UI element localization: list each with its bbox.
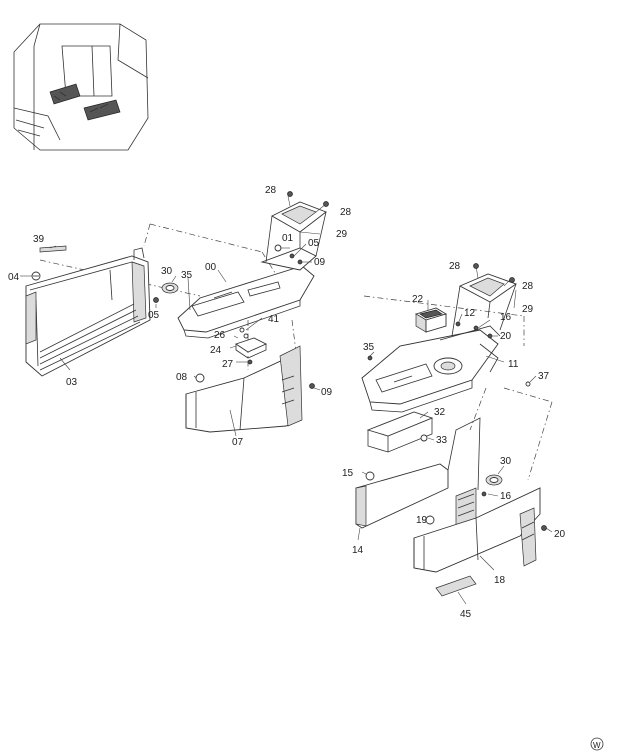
callout-26: 26 [214,330,226,341]
callout-37: 37 [538,371,550,382]
callout-30: 30 [500,456,512,467]
callout-07: 07 [232,437,244,448]
callout-16: 16 [500,491,512,502]
callout-05: 05 [308,238,320,249]
callout-11: 11 [508,359,519,370]
callout-28: 28 [340,207,352,218]
callout-28: 28 [449,261,461,272]
callout-39: 39 [33,234,45,245]
callout-27: 27 [222,359,234,370]
callout-05: 05 [148,310,160,321]
callout-03: 03 [66,377,78,388]
callout-20: 20 [554,529,566,540]
callout-30: 30 [161,266,173,277]
callout-28: 28 [522,281,534,292]
callout-41: 41 [268,314,280,325]
leader-lines [20,231,553,605]
callout-00: 00 [205,262,217,273]
callout-45: 45 [460,609,472,620]
callout-12: 12 [464,308,476,319]
cab-thumbnail [13,23,149,151]
callout-24: 24 [210,345,222,356]
callout-14: 14 [352,545,364,556]
callout-labels: 28 28 29 01 05 09 39 30 00 35 04 05 41 2… [8,185,566,620]
corner-mark: W [590,737,604,751]
right-assembly [355,263,553,597]
callout-09: 09 [321,387,333,398]
callout-08: 08 [176,372,188,383]
callout-22: 22 [412,294,424,305]
callout-16: 16 [500,312,512,323]
callout-18: 18 [494,575,506,586]
callout-35: 35 [181,270,193,281]
callout-15: 15 [342,468,354,479]
callout-32: 32 [434,407,446,418]
left-assembly [25,191,329,433]
callout-28: 28 [265,185,277,196]
callout-35: 35 [363,342,375,353]
corner-mark-letter: W [593,741,601,750]
callout-01: 01 [282,233,294,244]
callout-09: 09 [314,257,326,268]
callout-33: 33 [436,435,448,446]
callout-29: 29 [522,304,534,315]
callout-19: 19 [416,515,428,526]
callout-04: 04 [8,272,20,283]
callout-29: 29 [336,229,348,240]
callout-20: 20 [500,331,512,342]
